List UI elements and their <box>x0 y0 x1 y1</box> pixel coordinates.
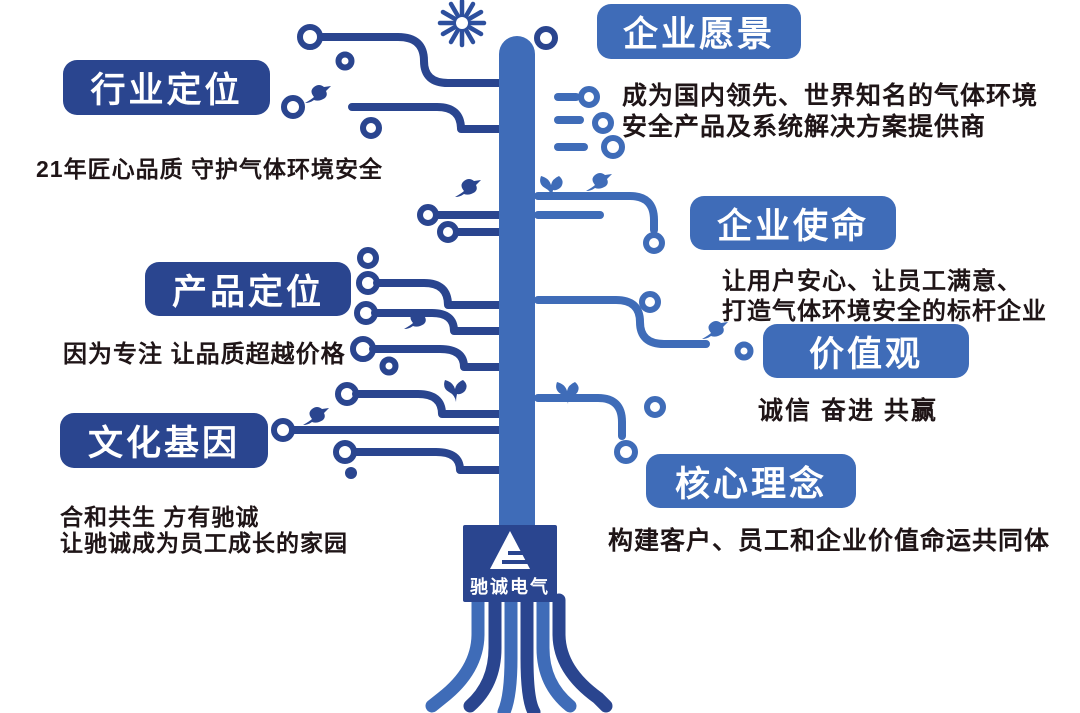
industry-positioning-label: 行业定位 <box>63 60 270 115</box>
culture-desc-line2: 让驰诚成为员工成长的家园 <box>60 530 348 556</box>
industry-positioning-desc: 21年匠心品质 守护气体环境安全 <box>36 156 383 182</box>
mission-desc-line2: 打造气体环境安全的标杆企业 <box>722 298 1047 325</box>
tree-trunk <box>499 36 535 602</box>
company-logo: 驰诚电气 <box>463 525 557 602</box>
branch-lines-left <box>289 33 510 474</box>
core-philosophy-desc: 构建客户、员工和企业价值命运共同体 <box>608 527 1051 555</box>
culture-gene-label: 文化基因 <box>60 413 268 468</box>
vision-desc-line2: 安全产品及系统解决方案提供商 <box>622 113 987 141</box>
logo-text: 驰诚电气 <box>470 576 550 597</box>
tree-roots <box>425 593 613 713</box>
culture-desc-line1: 合和共生 方有驰诚 <box>60 504 260 530</box>
bird-icon <box>305 85 331 103</box>
product-positioning-label: 产品定位 <box>145 262 351 316</box>
mission-label: 企业使命 <box>690 196 896 250</box>
bird-icon <box>586 173 612 191</box>
bird-icon <box>303 407 329 425</box>
vision-label: 企业愿景 <box>597 4 801 59</box>
sun-icon <box>437 0 487 48</box>
values-label: 价值观 <box>763 324 969 378</box>
circuit-rings <box>271 24 754 479</box>
leaf-icon <box>556 382 579 404</box>
bird-icon <box>404 311 430 329</box>
bird-icons <box>303 85 728 425</box>
mission-desc-line1: 让用户安心、让员工满意、 <box>722 268 1022 295</box>
leaf-icon <box>540 176 563 198</box>
values-desc: 诚信 奋进 共赢 <box>758 397 938 425</box>
bird-icon <box>702 321 728 339</box>
leaf-icon <box>444 380 467 402</box>
branch-lines-right <box>534 93 710 440</box>
core-philosophy-label: 核心理念 <box>646 454 856 508</box>
product-positioning-desc: 因为专注 让品质超越价格 <box>63 341 346 368</box>
bird-icon <box>455 179 481 197</box>
leaf-icons <box>444 176 579 404</box>
vision-desc-line1: 成为国内领先、世界知名的气体环境 <box>622 82 1039 110</box>
logo-mark-icon <box>490 530 530 569</box>
